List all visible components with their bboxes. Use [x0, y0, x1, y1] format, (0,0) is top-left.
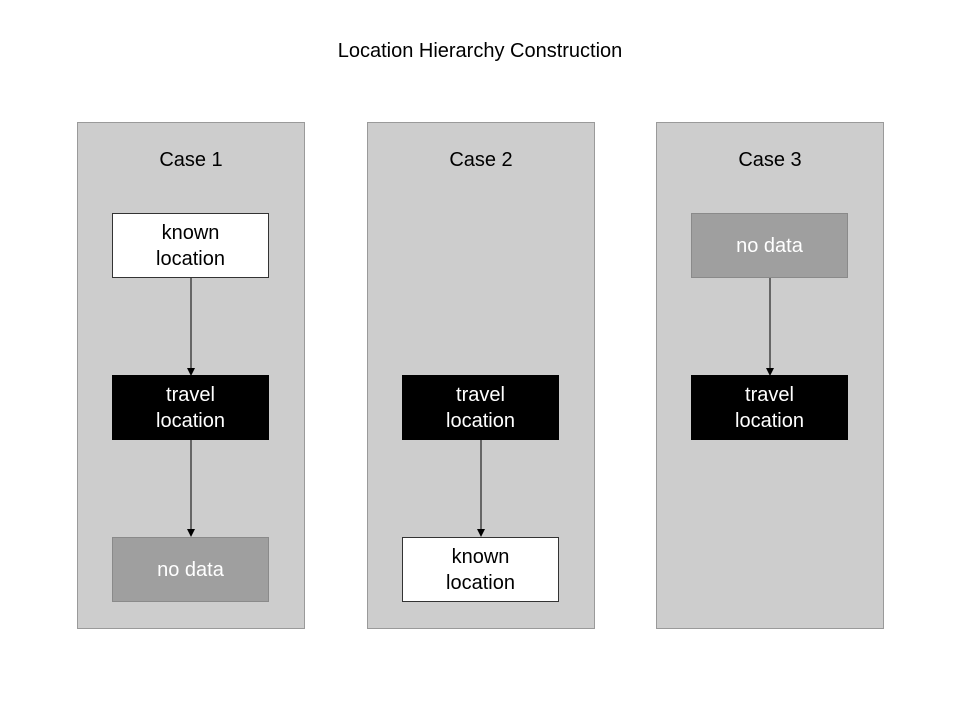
- case-1-arrow-1: [187, 278, 195, 376]
- case-3-label: Case 3: [738, 149, 802, 171]
- case-3-no-data-box: no data: [691, 213, 848, 278]
- case-1-panel: Case 1 known location travel location no…: [77, 122, 305, 629]
- case-1-label: Case 1: [159, 149, 223, 171]
- case-2-travel-location-box: travel location: [402, 375, 559, 440]
- diagram-title: Location Hierarchy Construction: [337, 40, 623, 62]
- case-2-arrow-1: [477, 440, 485, 537]
- case-3-travel-location-box: travel location: [691, 375, 848, 440]
- case-1-travel-location-box: travel location: [112, 375, 269, 440]
- case-2-known-location-box: known location: [402, 537, 559, 602]
- case-1-arrow-2: [187, 440, 195, 537]
- case-3-arrow-1: [766, 278, 774, 376]
- case-2-panel: Case 2 travel location known location: [367, 122, 595, 629]
- case-1-no-data-box: no data: [112, 537, 269, 602]
- case-2-label: Case 2: [449, 149, 513, 171]
- case-1-known-location-box: known location: [112, 213, 269, 278]
- case-3-panel: Case 3 no data travel location: [656, 122, 884, 629]
